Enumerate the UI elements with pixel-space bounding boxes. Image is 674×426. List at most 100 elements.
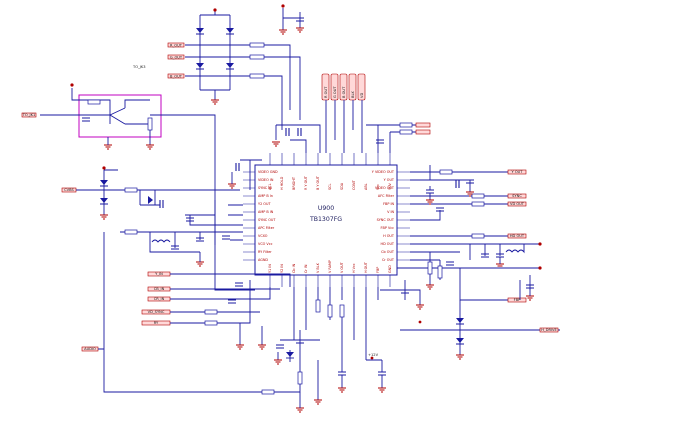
chip-top-pins: ACL H HOLD BRIGHT R Y OUT B Y OUT SCL SDA CONT A…: [268, 175, 392, 190]
chip-bottom-pin-8: H OUT: [364, 261, 368, 273]
net-label-ry: RY: [154, 321, 159, 325]
chip-left-pin-4: Y2 OUT: [258, 202, 271, 206]
net-label-y-out: Y OUT: [512, 170, 524, 174]
to-jk3-label: TO_JK3: [132, 65, 146, 69]
net-label-vd-sync: VD_SYNC: [148, 310, 165, 314]
left-lower-flags: [141, 271, 291, 350]
chip-left-pin-9: VCO Vcc: [258, 242, 273, 246]
chip-top-pin-6: SDA: [340, 182, 344, 190]
net-label-sync: SYNC: [512, 194, 522, 198]
chip-right-pin-7: FBP Vcc: [381, 226, 395, 230]
chip-right-pin-0: Y VIDEO OUT: [372, 170, 395, 174]
net-label-r-out: R_OUT: [170, 43, 183, 47]
net-label-audio: AUDIO: [84, 347, 96, 351]
cvbs-input-circuit: [61, 166, 240, 220]
chip-bottom-pin-7: H Vcc: [352, 263, 356, 273]
top-flag-0: [321, 73, 330, 101]
flag-wires: [325, 100, 363, 153]
top-flag-label-1: G OUT: [333, 86, 337, 98]
net-label-y-in: Y_IN: [155, 272, 163, 276]
top-supply: [279, 4, 304, 35]
top-right-components: [228, 122, 431, 190]
chip-right-pin-11: Cr OUT: [382, 258, 395, 262]
chip-bottom-pin-3: Cr IN: [304, 264, 308, 273]
net-label-g-out: G_OUT: [170, 55, 183, 59]
net-label-b-out: B_OUT: [170, 74, 183, 78]
chip-bottom-pin-6: V OUT: [340, 261, 344, 273]
bottom-supply-label: +12V: [368, 353, 379, 357]
chip-left-pin-5: AMP B IN: [258, 210, 274, 214]
chip-left-pin-8: VCXO: [258, 234, 268, 238]
right-side-circuits: [410, 165, 542, 269]
chip-right-pin-3: AFC Filter: [378, 194, 395, 198]
bottom-components: [274, 287, 386, 413]
chip-bottom-pin-0: Y1 IN: [268, 264, 272, 273]
net-label-h-drive: H_DRIVE: [541, 328, 557, 332]
chip-left-pin-3: AMP B In: [258, 194, 273, 198]
chip-right-pin-6: SYNC OUT: [377, 218, 395, 222]
chip-left-pin-7: APC Filter: [258, 226, 275, 230]
top-flag-4: [357, 73, 366, 101]
net-label-cb-in: CB_IN: [154, 287, 165, 291]
top-flag-2: [339, 73, 348, 101]
chip-right-pin-9: HD OUT: [381, 242, 395, 246]
chip-left-pin-6: SYNC OUT: [258, 218, 276, 222]
top-flag-label-4: VD: [360, 93, 364, 98]
chip-right-pin-8: H OUT: [383, 234, 395, 238]
chip-top-pin-3: R Y OUT: [304, 175, 308, 190]
chip-left-pin-10: RY Filter: [258, 250, 272, 254]
chip-right-pin-5: V IN: [387, 210, 394, 214]
chip-name: U900: [318, 205, 334, 212]
chip-top-pin-7: CONT: [352, 179, 356, 190]
chip-top-pin-8: ABL: [364, 183, 368, 190]
chip-right-pin-1: Y OUT: [384, 178, 395, 182]
chip-right-pin-4: FBP IN: [383, 202, 394, 206]
chip-bottom-pin-2: Cb IN: [292, 263, 296, 273]
top-flag-label-3: BLK: [351, 91, 355, 98]
chip-top-pin-9: Vcc: [376, 184, 380, 190]
chip-left-pin-11: AGND: [258, 258, 268, 262]
net-label-cvbs: CVBS: [64, 188, 74, 192]
chip-left-pins: VIDEO GND VIDEO IN SYNC IN AMP B In Y2 OUT AM…: [258, 170, 278, 262]
net-label-cr-in: CR_IN: [154, 297, 165, 301]
chip-bottom-pin-9: FBP: [376, 267, 380, 273]
net-label-to-jk1: TO_JK1: [22, 113, 36, 117]
top-flag-label-2: B OUT: [342, 86, 346, 98]
jk3-circuit: [21, 83, 255, 291]
vcxo-filter: [120, 214, 243, 267]
net-label-vd-out: VD OUT: [510, 202, 525, 206]
chip-left-pin-2: SYNC IN: [258, 186, 272, 190]
chip-right-pin-10: Cb OUT: [381, 250, 395, 254]
protection-diode-block: [167, 8, 270, 105]
chip-right-pin-2: VIDEO OUT: [375, 186, 395, 190]
chip-left-wires: [214, 200, 243, 245]
h-drive-circuit: [380, 251, 560, 360]
top-flag-label-0: R OUT: [324, 86, 328, 98]
chip-bottom-pins: Y1 IN Y2 IN Cb IN Cr IN V BLK V RAMP V OUT H Vc…: [268, 260, 392, 273]
pin-stubs: [243, 153, 410, 287]
chip-top-pin-1: H HOLD: [280, 176, 284, 190]
chip-left-pin-0: VIDEO GND: [258, 170, 278, 174]
top-flag-3: [348, 73, 357, 101]
chip-bottom-pin-1: Y2 IN: [280, 264, 284, 273]
chip-body: [254, 164, 398, 276]
chip-top-pin-4: B Y OUT: [316, 175, 320, 190]
chip-top-pin-2: BRIGHT: [292, 176, 296, 190]
top-flag-connectors: R OUT G OUT B OUT BLK VD: [321, 73, 366, 101]
chip-top-pin-0: ACL: [268, 183, 272, 190]
chip-bottom-pin-5: V RAMP: [328, 260, 332, 273]
chip-part: TB1307FG: [309, 216, 342, 223]
chip-left-cap: [222, 235, 230, 240]
net-label-hd-out: HD OUT: [510, 234, 525, 238]
chip-top-pin-5: SCL: [328, 183, 332, 190]
chip-bottom-pin-4: V BLK: [316, 262, 320, 273]
net-label-fbp: FBP: [514, 298, 522, 302]
chip-bottom-pin-10: GND: [388, 265, 392, 273]
rgb-wires: [264, 44, 301, 130]
jk3-highlight-box: [78, 94, 162, 138]
chip-top-pin-10: YUV: [388, 182, 392, 190]
chip-left-pin-1: VIDEO IN: [258, 178, 274, 182]
